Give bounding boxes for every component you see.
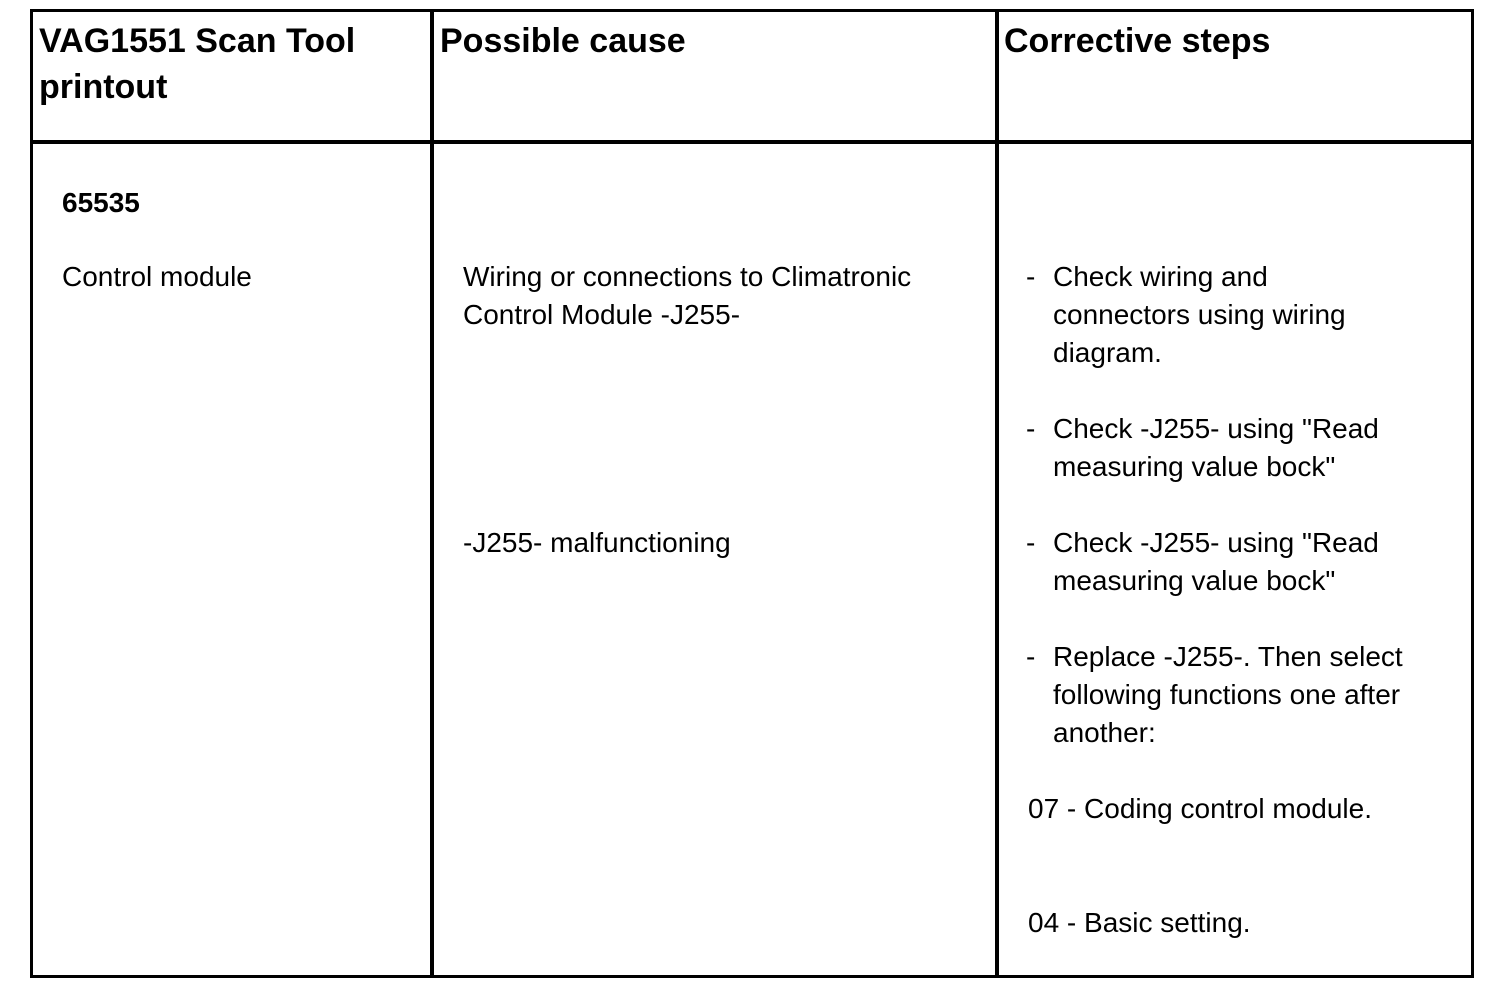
step-dash: - bbox=[1026, 413, 1036, 444]
column-divider-2 bbox=[995, 12, 999, 975]
fault-component: Control module bbox=[62, 261, 252, 292]
fault-code: 65535 bbox=[62, 187, 140, 218]
column-divider-1 bbox=[430, 12, 434, 975]
header-steps: Corrective steps bbox=[1004, 22, 1271, 60]
step-check-j255-measuring: Check -J255- using "Read measuring value… bbox=[1053, 413, 1379, 482]
cause-wiring: Wiring or connections to Climatronic Con… bbox=[463, 261, 912, 330]
header-divider bbox=[33, 140, 1471, 144]
function-coding: 07 - Coding control module. bbox=[1028, 793, 1372, 824]
header-printout: VAG1551 Scan Tool printout bbox=[39, 22, 356, 106]
step-replace-j255: Replace -J255-. Then select following fu… bbox=[1053, 641, 1403, 748]
step-dash: - bbox=[1026, 261, 1036, 292]
function-basic-setting: 04 - Basic setting. bbox=[1028, 907, 1251, 938]
step-dash: - bbox=[1026, 527, 1036, 558]
header-cause: Possible cause bbox=[440, 22, 686, 60]
step-check-wiring: Check wiring and connectors using wiring… bbox=[1053, 261, 1346, 368]
step-check-j255-measuring-2: Check -J255- using "Read measuring value… bbox=[1053, 527, 1379, 596]
fault-table: VAG1551 Scan Tool printout Possible caus… bbox=[30, 9, 1474, 978]
cause-malfunction: -J255- malfunctioning bbox=[463, 527, 731, 558]
step-dash: - bbox=[1026, 641, 1036, 672]
